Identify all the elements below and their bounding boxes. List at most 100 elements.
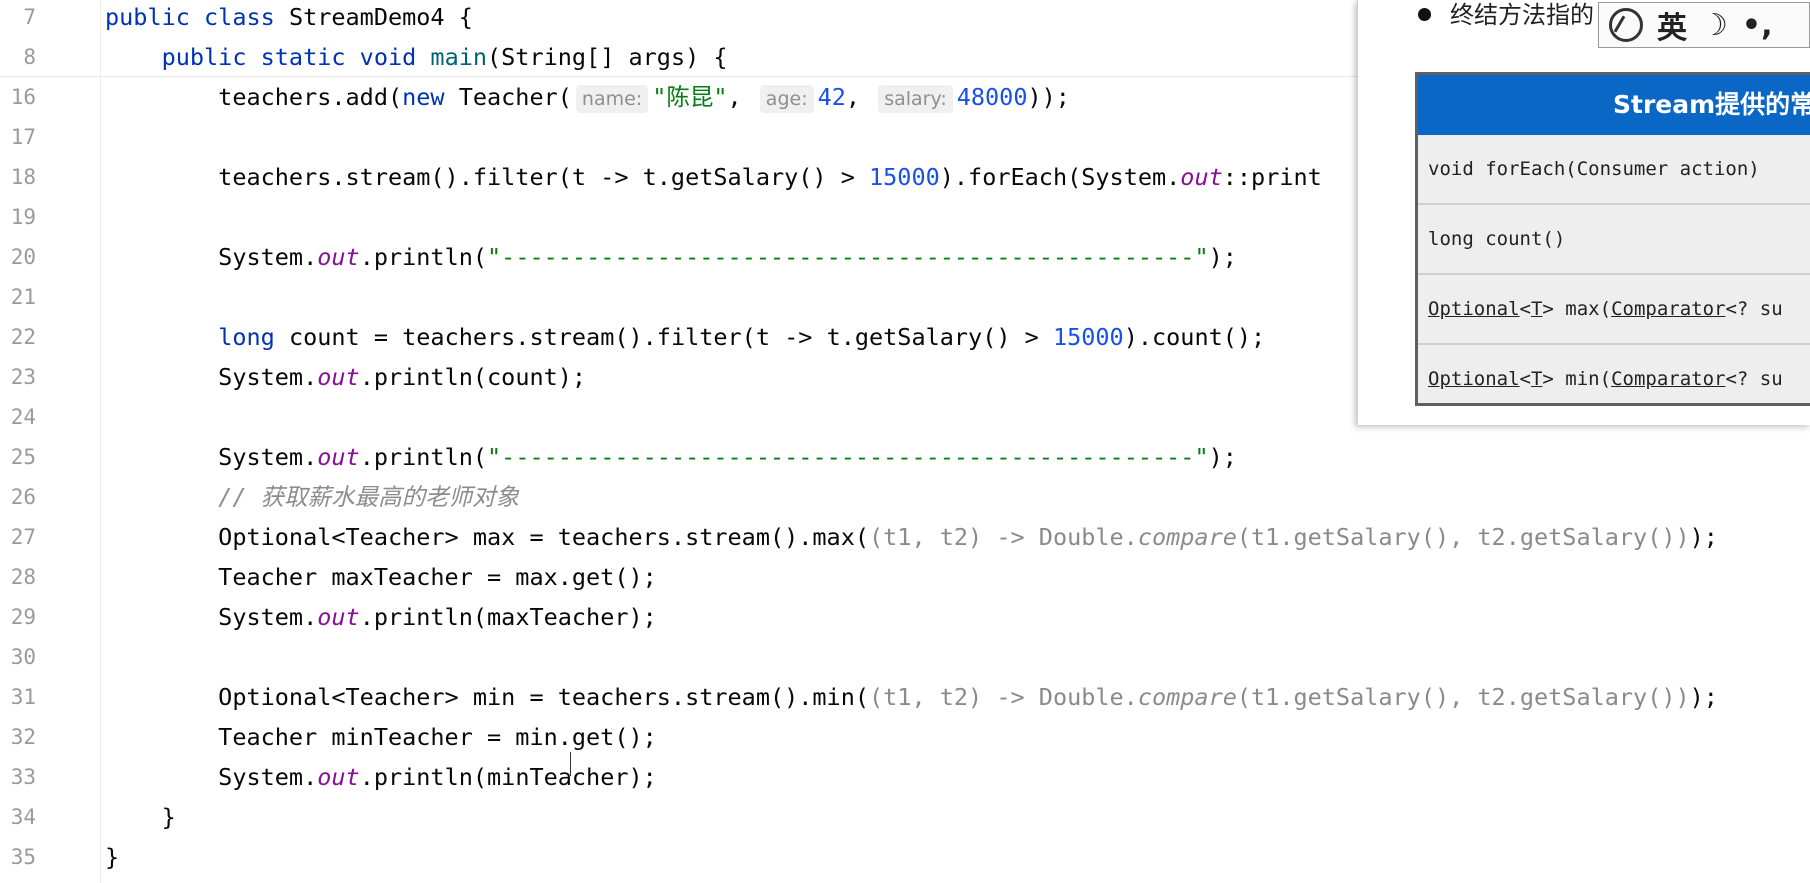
- code-token: out: [317, 443, 360, 471]
- code-token: out: [1180, 163, 1223, 191]
- table-row: void forEach(Consumer action): [1418, 135, 1810, 203]
- code-token: (String[] args) {: [487, 43, 728, 71]
- parameter-hint: name:: [575, 84, 649, 113]
- line-number[interactable]: 23: [10, 365, 36, 389]
- code-text[interactable]: System.out.println(maxTeacher);: [105, 597, 657, 637]
- code-token: // 获取薪水最高的老师对象: [105, 483, 520, 511]
- code-text[interactable]: public static void main(String[] args) {: [105, 37, 728, 77]
- code-token: .println(: [359, 443, 488, 471]
- method-signature-part: > max(: [1542, 298, 1612, 320]
- code-text[interactable]: System.out.println("--------------------…: [105, 437, 1237, 477]
- code-token: );: [1689, 523, 1718, 551]
- stream-methods-table: Stream提供的常 void forEach(Consumer action)…: [1415, 72, 1810, 406]
- code-text[interactable]: Optional<Teacher> max = teachers.stream(…: [105, 517, 1718, 557]
- line-number[interactable]: 22: [10, 325, 36, 349]
- code-token: (t1.getSalary(), t2.getSalary()): [1236, 523, 1690, 551]
- bullet-text: 终结方法指的: [1450, 1, 1594, 29]
- code-token: .println(: [359, 243, 488, 271]
- code-text[interactable]: teachers.stream().filter(t -> t.getSalar…: [105, 157, 1322, 197]
- code-token: }: [105, 803, 176, 831]
- line-number[interactable]: 27: [10, 525, 36, 549]
- line-number[interactable]: 33: [10, 765, 36, 789]
- code-token: ,: [727, 83, 756, 111]
- code-text[interactable]: teachers.add(new Teacher(name:"陈昆", age:…: [105, 77, 1070, 117]
- code-text[interactable]: Teacher maxTeacher = max.get();: [105, 557, 657, 597]
- line-number[interactable]: 18: [10, 165, 36, 189]
- method-signature-part: <: [1519, 368, 1531, 390]
- code-text[interactable]: Optional<Teacher> min = teachers.stream(…: [105, 677, 1718, 717]
- ime-mode-label[interactable]: 英: [1657, 11, 1687, 46]
- code-token: "陈昆": [652, 83, 728, 111]
- code-token: Teacher maxTeacher = max.get();: [105, 563, 657, 591]
- sticky-header-background: [0, 0, 1360, 77]
- code-token: [105, 323, 218, 351]
- table-row: Optional<T> min(Comparator<? su: [1418, 343, 1810, 403]
- code-token: .println(count);: [359, 363, 587, 391]
- code-token: main: [430, 43, 488, 71]
- code-token: ).count();: [1123, 323, 1266, 351]
- code-token: out: [317, 763, 360, 791]
- code-token: teachers.add(: [105, 83, 403, 111]
- code-token: );: [1208, 243, 1237, 271]
- method-signature-part: Comparator: [1611, 298, 1726, 320]
- code-text[interactable]: }: [105, 837, 119, 877]
- method-signature-part: T: [1530, 368, 1543, 390]
- method-signature-part: long count(): [1428, 228, 1566, 250]
- code-token: 42: [817, 83, 846, 111]
- line-number[interactable]: 8: [23, 45, 36, 69]
- line-number[interactable]: 34: [10, 805, 36, 829]
- code-token: );: [1689, 683, 1718, 711]
- line-number[interactable]: 26: [10, 485, 36, 509]
- code-token: 15000: [869, 163, 940, 191]
- punctuation-icon[interactable]: •,: [1741, 7, 1773, 43]
- parameter-hint: salary:: [878, 84, 953, 113]
- code-token: 15000: [1052, 323, 1124, 351]
- line-number[interactable]: 30: [10, 645, 36, 669]
- table-header: Stream提供的常: [1418, 75, 1810, 135]
- code-text[interactable]: // 获取薪水最高的老师对象: [105, 477, 519, 517]
- line-number[interactable]: 25: [10, 445, 36, 469]
- line-number[interactable]: 35: [10, 845, 36, 869]
- code-text[interactable]: long count = teachers.stream().filter(t …: [105, 317, 1265, 357]
- code-token: 48000: [956, 83, 1028, 111]
- code-token: Optional<Teacher> min = teachers.stream(…: [105, 683, 870, 711]
- code-text[interactable]: Teacher minTeacher = min.get();: [105, 717, 657, 757]
- line-number[interactable]: 31: [10, 685, 36, 709]
- code-text[interactable]: }: [105, 797, 176, 837]
- method-signature-part: <? su: [1725, 368, 1783, 390]
- code-token: StreamDemo4 {: [288, 3, 473, 31]
- text-cursor: [570, 752, 571, 776]
- code-token: compare: [1137, 523, 1237, 551]
- method-signature-part: Optional: [1428, 298, 1520, 320]
- ime-logo-icon[interactable]: [1609, 8, 1643, 42]
- code-token: Optional<Teacher> max = teachers.stream(…: [105, 523, 870, 551]
- table-row: Optional<T> max(Comparator<? su: [1418, 273, 1810, 343]
- moon-icon[interactable]: ☽: [1701, 7, 1728, 43]
- method-signature-part: void forEach(Consumer action): [1428, 158, 1760, 180]
- line-number[interactable]: 32: [10, 725, 36, 749]
- code-token: }: [105, 843, 120, 871]
- method-signature-part: Optional: [1428, 368, 1520, 390]
- code-text[interactable]: System.out.println(minTeacher);: [105, 757, 657, 797]
- method-signature-part: > min(: [1542, 368, 1612, 390]
- code-text[interactable]: System.out.println(count);: [105, 357, 586, 397]
- line-number[interactable]: 20: [10, 245, 36, 269]
- line-number[interactable]: 29: [10, 605, 36, 629]
- code-token: out: [317, 243, 360, 271]
- code-token: );: [1208, 443, 1237, 471]
- code-token: ::print: [1222, 163, 1322, 191]
- line-number[interactable]: 24: [10, 405, 36, 429]
- code-text[interactable]: System.out.println("--------------------…: [105, 237, 1237, 277]
- line-number[interactable]: 19: [10, 205, 36, 229]
- code-token: (t1.getSalary(), t2.getSalary()): [1236, 683, 1690, 711]
- line-number[interactable]: 17: [10, 125, 36, 149]
- ime-toolbar[interactable]: 英 ☽ •,: [1598, 2, 1810, 48]
- line-number[interactable]: 7: [23, 5, 36, 29]
- code-text[interactable]: public class StreamDemo4 {: [105, 0, 473, 37]
- code-token: out: [317, 603, 360, 631]
- line-number[interactable]: 21: [10, 285, 36, 309]
- code-token: System.: [105, 243, 318, 271]
- line-number[interactable]: 16: [10, 85, 36, 109]
- line-number[interactable]: 28: [10, 565, 36, 589]
- table-body: void forEach(Consumer action) long count(…: [1418, 135, 1810, 403]
